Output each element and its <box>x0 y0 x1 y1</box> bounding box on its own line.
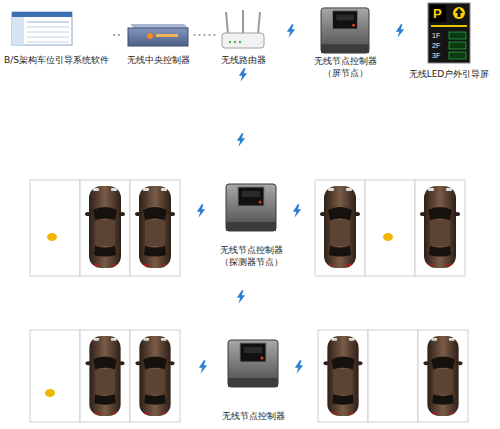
controller-logo <box>156 34 178 37</box>
wireless-bolt <box>199 360 207 373</box>
led-count <box>449 32 466 39</box>
car <box>85 336 124 416</box>
node-label: 无线LED户外引导屏 <box>409 68 490 80</box>
led-arrow <box>455 8 463 17</box>
node-label: 无线路由器 <box>221 54 266 66</box>
controller-top <box>130 24 188 28</box>
controller-logo <box>147 33 153 39</box>
parking-slot <box>315 180 365 276</box>
car <box>135 186 175 268</box>
wireless-bolt <box>239 68 247 81</box>
detector-dot <box>383 233 393 241</box>
wireless-bolt <box>396 24 404 37</box>
router-antenna <box>258 12 260 34</box>
led-banner <box>431 25 467 27</box>
node-controller <box>228 340 278 387</box>
led-arrow-disc <box>453 7 465 19</box>
parking-slot <box>415 180 465 276</box>
parking-slot <box>130 330 180 422</box>
floor-label: 3F <box>432 52 440 59</box>
node-label: 无线节点控制器 <box>314 55 377 67</box>
node-controller <box>321 8 369 53</box>
screen-node-controller: 无线节点控制器（屏节点） <box>312 5 379 79</box>
wireless-bolt <box>295 360 303 373</box>
wireless-bolt <box>287 24 295 37</box>
central-controller: 无线中央控制器 <box>125 18 192 66</box>
software-row <box>27 32 69 33</box>
led-p-sign: P <box>433 7 442 20</box>
dotted-link <box>113 34 123 35</box>
node-controller: 无线节点控制器 <box>220 336 287 422</box>
parking-slot <box>30 330 80 422</box>
router-body <box>222 33 264 48</box>
car <box>323 336 362 416</box>
floor-label: 1F <box>432 32 440 39</box>
led-count <box>449 42 466 49</box>
wireless-bolt <box>237 290 245 303</box>
detector-dot <box>45 389 55 397</box>
wireless-bolt <box>197 204 205 217</box>
node-sublabel: （屏节点） <box>323 67 368 79</box>
car <box>320 186 360 268</box>
router-node: 无线路由器 <box>219 8 268 66</box>
parking-slot <box>80 330 130 422</box>
led-count <box>449 52 466 59</box>
router-led <box>239 41 241 43</box>
software-window <box>12 12 72 45</box>
led-p-panel <box>430 5 446 22</box>
parking-slot <box>368 330 418 422</box>
detector-dot <box>47 233 57 241</box>
node-label: B/S架构车位引导系统软件 <box>4 54 109 66</box>
software-row <box>27 42 69 43</box>
node-label: 无线中央控制器 <box>127 54 190 66</box>
router-led <box>234 41 236 43</box>
car <box>423 336 462 416</box>
wireless-bolt <box>237 133 245 146</box>
software-row <box>27 37 69 38</box>
software-titlebar <box>12 12 72 17</box>
router-antenna <box>226 12 228 34</box>
software-row <box>27 22 69 23</box>
car <box>85 186 125 268</box>
node-sublabel: （探测器节点） <box>220 256 283 268</box>
led-screen <box>428 3 470 63</box>
led-screen-node: 无线LED户外引导屏 <box>407 2 492 80</box>
node-label: 无线节点控制器 <box>222 410 285 422</box>
software-node: B/S架构车位引导系统软件 <box>2 10 111 66</box>
software-sidebar <box>12 17 24 45</box>
parking-slot <box>130 180 180 276</box>
controller-body <box>128 28 188 46</box>
floor-label: 2F <box>432 42 440 49</box>
router-led <box>229 41 231 43</box>
software-row <box>27 27 69 28</box>
router-antenna <box>242 10 244 34</box>
node-controller <box>226 184 276 231</box>
parking-slot <box>318 330 368 422</box>
car <box>420 186 460 268</box>
parking-slot <box>365 180 415 276</box>
detector-node-controller: 无线节点控制器（探测器节点） <box>218 180 285 268</box>
wireless-bolt <box>293 204 301 217</box>
parking-slot <box>30 180 80 276</box>
car <box>135 336 174 416</box>
node-label: 无线节点控制器 <box>220 244 283 256</box>
parking-slot <box>418 330 468 422</box>
dotted-link <box>194 34 217 35</box>
parking-slot <box>80 180 130 276</box>
